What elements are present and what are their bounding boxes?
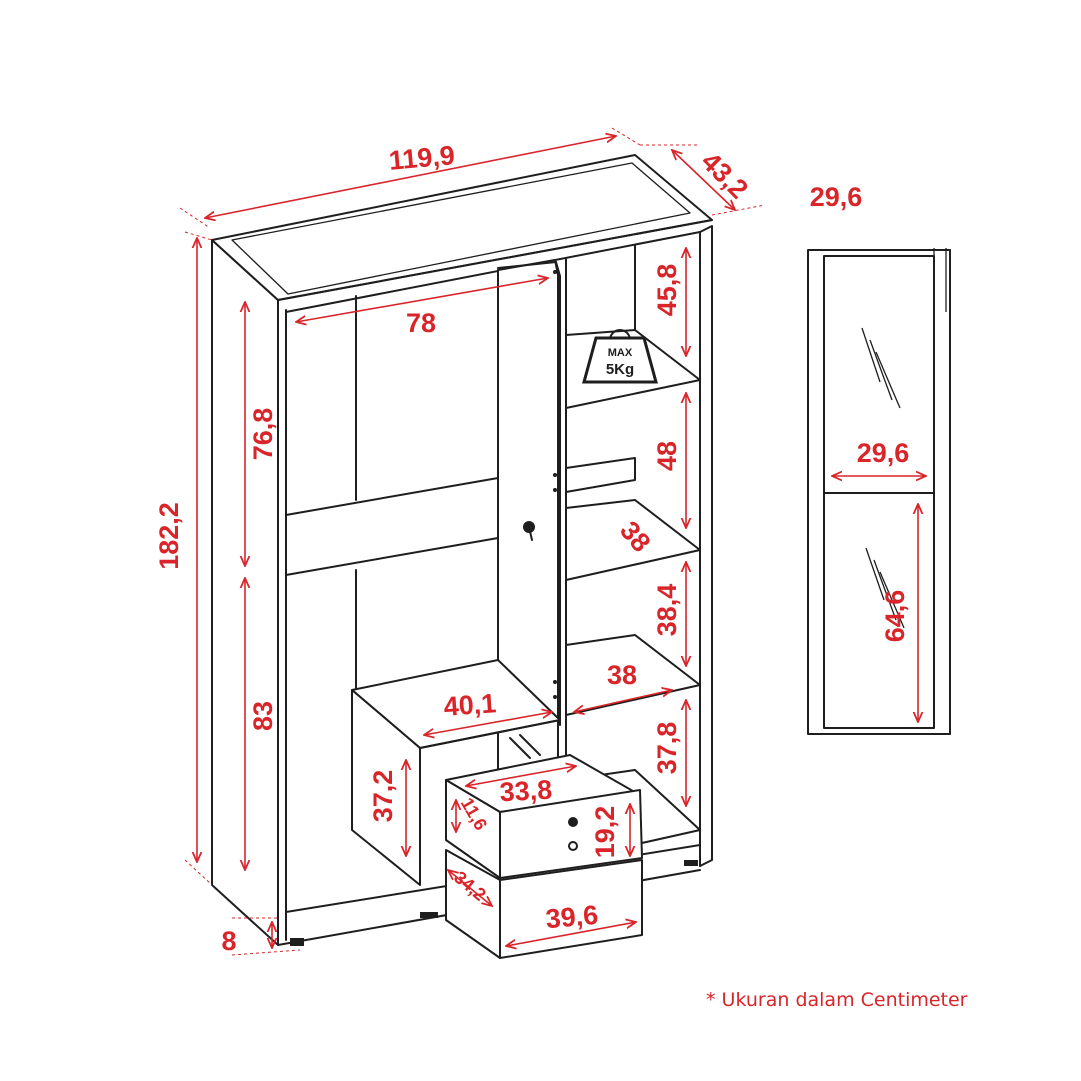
overall-height-label: 182,2: [154, 502, 184, 570]
weight-badge-max: MAX: [608, 347, 633, 359]
upper-hanging-label: 76,8: [248, 408, 278, 461]
weight-icon: MAX 5Kg: [582, 329, 658, 384]
wardrobe-width-line: [296, 278, 548, 322]
upper-drawer-front[interactable]: [499, 789, 643, 879]
shelf-width-line: [574, 690, 672, 712]
drawer-inner-depth-line: [448, 870, 492, 906]
drawer-inner-width-line: [466, 766, 576, 786]
inner-shelf-width-label: 40,1: [443, 688, 498, 722]
mirror-top-label: 29,6: [810, 182, 863, 212]
inner-shelf-width-line: [424, 712, 552, 735]
upper-drawer-knob-icon[interactable]: [568, 817, 578, 827]
lower-hanging-label: 83: [248, 701, 278, 731]
right-side-panel: [699, 225, 713, 867]
wardrobe-illustration: [211, 154, 713, 959]
foot-center-icon: [420, 912, 438, 918]
mirror-width-label: 29,6: [857, 438, 910, 468]
drawer-front-width-label: 39,6: [544, 900, 599, 934]
wardrobe-width-label: 78: [406, 308, 436, 338]
units-footnote: * Ukuran dalam Centimeter: [706, 989, 968, 1011]
mirror-panel-view: 29,6 29,6 64,6: [807, 182, 951, 735]
shelf-bottom-height-label: 37,8: [652, 722, 682, 775]
shelf-3-height-label: 38,4: [652, 584, 682, 637]
drawer-front-width-line: [506, 922, 636, 946]
base-height-label: 8: [221, 926, 236, 956]
shelf-back-rail: [565, 457, 636, 493]
foot-right-icon: [684, 860, 698, 866]
overall-width-label: 119,9: [388, 140, 456, 176]
mirror-frame: [807, 249, 951, 735]
shelf-width-label: 38: [607, 660, 637, 690]
overall-depth-line: [672, 150, 735, 210]
wardrobe-rail-beam: [285, 477, 499, 576]
drawer-inner-width-label: 33,8: [499, 775, 553, 808]
overall-width-line: [205, 136, 616, 218]
foot-left-icon: [290, 938, 304, 946]
shelf-top-height-label: 45,8: [652, 264, 682, 317]
shelf-2-height-label: 48: [652, 441, 682, 471]
mirror-height-label: 64,6: [880, 590, 910, 643]
shelf-2: [565, 499, 701, 581]
drawer-front-height-label: 19,2: [590, 806, 620, 859]
overall-depth-label: 43,2: [696, 146, 754, 204]
inner-compartment-height-label: 37,2: [368, 770, 398, 823]
weight-badge-value: 5Kg: [606, 361, 634, 378]
dimension-lines: [179, 127, 766, 956]
